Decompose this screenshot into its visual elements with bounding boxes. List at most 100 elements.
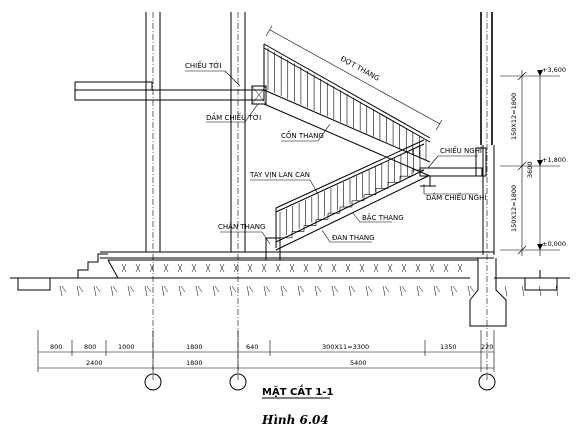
soil-mark: [538, 285, 542, 297]
soil-mark: [399, 285, 403, 297]
soil-mark: [149, 263, 155, 273]
lower-flight-balusters: [279, 146, 421, 238]
soil-mark: [367, 285, 373, 293]
dim-upper-flight: 150X12=1800: [510, 93, 518, 140]
soil-mark: [146, 285, 152, 293]
leader-lines: [185, 25, 478, 245]
soil-mark: [76, 285, 80, 297]
soil-mark: [280, 285, 284, 297]
figure-caption: Hình 6.04: [261, 413, 329, 427]
label-con-thang: CỐN THANG: [281, 130, 324, 140]
soil-mark: [350, 285, 356, 293]
soil-mark: [443, 263, 449, 273]
soil-mark: [129, 285, 135, 293]
soil-mark: [418, 285, 424, 293]
soil-mark: [93, 285, 97, 297]
dim-h2-1: 1800: [186, 359, 203, 367]
soil-mark: [433, 285, 437, 297]
dim-total-height: 3600: [526, 161, 534, 178]
soil-mark: [450, 285, 454, 297]
soil-mark: [359, 263, 365, 273]
soil-mark: [401, 285, 407, 293]
soil-mark: [275, 263, 281, 273]
label-dam-chieu-toi: DẦM CHIẾU TỚI: [206, 112, 261, 122]
dimension-lines: [37, 330, 495, 372]
lower-flight-steps: [279, 169, 424, 244]
soil-mark: [316, 285, 322, 293]
soil-mark: [384, 285, 390, 293]
soil-mark: [435, 285, 441, 293]
soil-mark: [452, 285, 458, 293]
label-dot-thang: ĐỢT THANG: [339, 55, 381, 83]
label-dan-thang: ĐAN THANG: [332, 234, 375, 242]
soil-mark: [317, 263, 323, 273]
soil-mark: [135, 263, 141, 273]
soil-mark: [161, 285, 165, 297]
level-markers: [500, 70, 560, 256]
soil-mark: [229, 285, 233, 297]
soil-mark: [261, 263, 267, 273]
dim-h1-1: 800: [84, 343, 96, 351]
soil-mark: [78, 285, 84, 293]
upper-landing: [74, 81, 267, 105]
axis-bubble-3: [478, 373, 496, 391]
soil-mark: [112, 285, 118, 293]
soil-mark: [178, 285, 182, 297]
dim-h1-3: 1800: [186, 343, 203, 351]
soil-mark: [263, 285, 267, 297]
soil-mark: [163, 285, 169, 293]
level-mid: +1,800: [542, 156, 566, 164]
soil-mark: [191, 263, 197, 273]
soil-mark: [504, 285, 508, 297]
soil-mark: [382, 285, 386, 297]
soil-mark: [233, 263, 239, 273]
soil-mark: [457, 263, 463, 273]
lower-flight: [275, 139, 429, 251]
soil-mark: [469, 285, 475, 293]
soil-mark: [331, 285, 335, 297]
soil-mark: [289, 263, 295, 273]
soil-mark: [345, 263, 351, 273]
soil-mark: [467, 285, 471, 297]
label-chieu-nghi: CHIẾU NGHỈ: [440, 145, 482, 155]
soil-mark: [299, 285, 305, 293]
soil-mark: [61, 285, 67, 293]
soil-mark: [365, 285, 369, 297]
soil-mark: [555, 285, 559, 297]
level-top: +3,600: [542, 66, 566, 74]
label-dam-chieu-nghi: DẦM CHIẾU NGHỈ: [426, 192, 486, 202]
label-chieu-toi: CHIẾU TỚI: [185, 60, 222, 70]
soil-mark: [212, 285, 216, 297]
level-base: ±0,000: [542, 240, 566, 248]
soil-mark: [429, 263, 435, 273]
soil-mark: [246, 285, 250, 297]
soil-mark: [177, 263, 183, 273]
soil-mark: [59, 285, 63, 297]
soil-mark: [265, 285, 271, 293]
dim-h2-2: 5400: [350, 359, 367, 367]
soil-mark: [231, 285, 237, 293]
soil-mark: [248, 285, 254, 293]
soil-mark: [144, 285, 148, 297]
dim-h1-0: 800: [50, 343, 62, 351]
soil-mark: [205, 263, 211, 273]
label-bac-thang: BẬC THANG: [362, 213, 404, 222]
dim-h1-5: 300X11=3300: [322, 343, 369, 351]
soil-mark: [416, 285, 420, 297]
soil-mark: [401, 263, 407, 273]
soil-mark: [163, 263, 169, 273]
soil-mark: [197, 285, 203, 293]
soil-mark: [373, 263, 379, 273]
dim-h2-0: 2400: [86, 359, 103, 367]
dim-lower-flight: 150X12=1800: [510, 185, 518, 232]
dim-h1-4: 640: [246, 343, 258, 351]
soil-mark: [121, 263, 127, 273]
soil-mark: [247, 263, 253, 273]
right-footing: [469, 258, 507, 327]
section-title: MẶT CẮT 1-1: [262, 383, 333, 398]
soil-mark: [331, 263, 337, 273]
dim-h1-6: 1350: [440, 343, 457, 351]
axis-bubble-1: [144, 373, 162, 391]
ground-slab: [10, 251, 570, 291]
label-chan-thang: CHÂN THANG: [218, 222, 265, 231]
